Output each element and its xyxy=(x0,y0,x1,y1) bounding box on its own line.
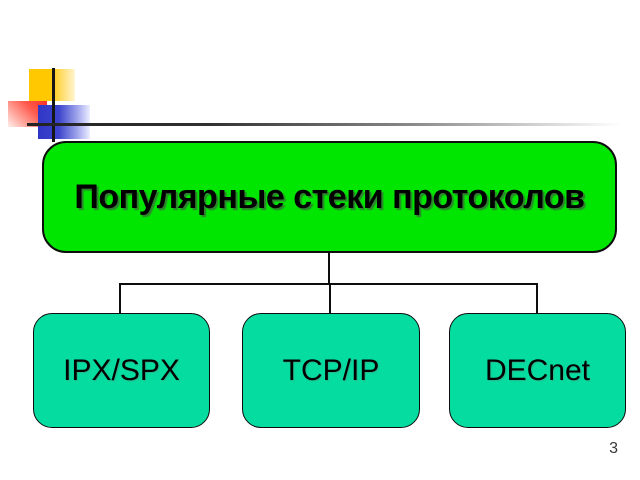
page-number: 3 xyxy=(609,440,618,457)
connector-drop-decnet xyxy=(536,283,538,314)
node-label-ipxspx: IPX/SPX xyxy=(63,353,180,387)
connector-drop-ipxspx xyxy=(119,283,121,315)
diagram-node-tcpip: TCP/IP xyxy=(242,313,420,428)
connector-root-drop xyxy=(328,253,330,284)
node-label-decnet: DECnet xyxy=(484,353,591,387)
diagram-node-ipxspx: IPX/SPX xyxy=(33,313,210,428)
connector-drop-tcpip xyxy=(329,283,331,314)
diagram-root-node: Популярные стеки протоколов xyxy=(42,141,617,253)
diagram-node-decnet: DECnet xyxy=(449,313,626,428)
deco-horizontal-rule xyxy=(27,123,621,126)
deco-vertical-line xyxy=(52,68,55,142)
connector-horizontal xyxy=(119,283,538,285)
node-label-tcpip: TCP/IP xyxy=(282,353,380,387)
deco-blue-square xyxy=(38,105,90,139)
slide-title: Популярные стеки протоколов xyxy=(74,177,585,216)
